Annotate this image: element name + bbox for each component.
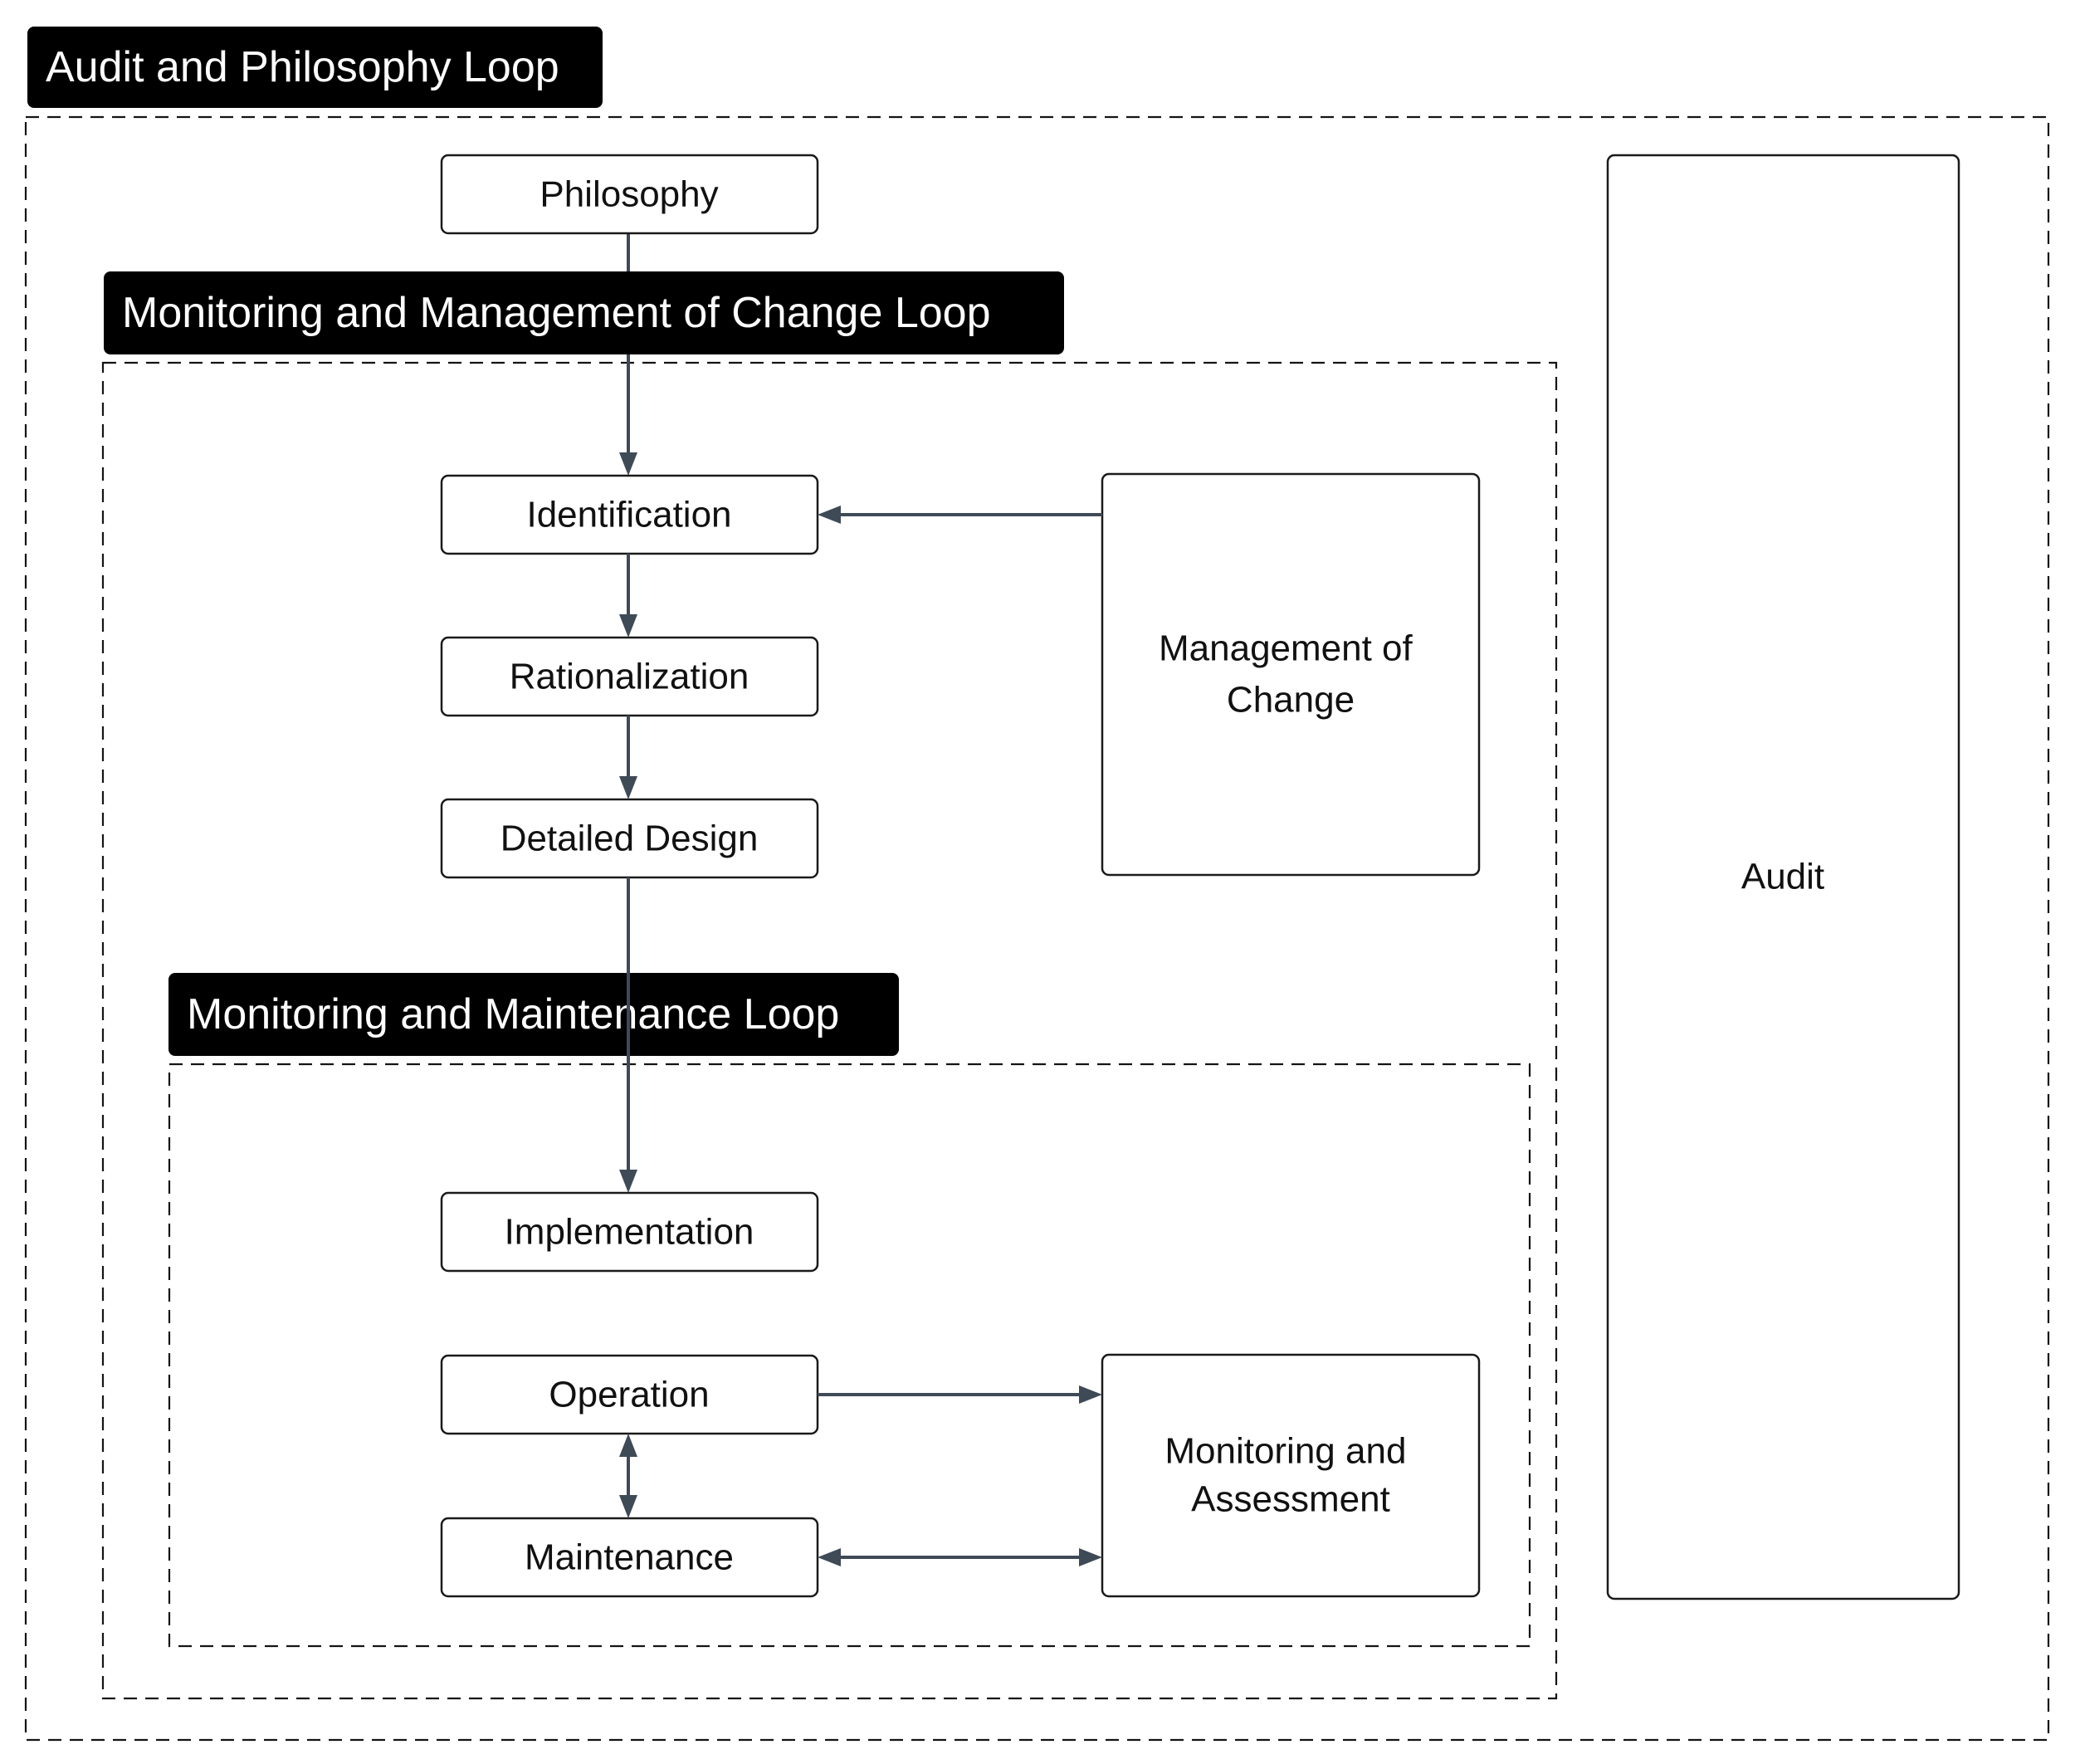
process-nodes: Philosophy Identification Rationalizatio…: [440, 154, 1960, 1600]
node-implementation-box: [440, 1191, 819, 1273]
cluster-label-monitoring-management-of-change-loop: Monitoring and Management of Change Loop: [104, 271, 1064, 354]
node-detailed-design-label: Detailed Design: [500, 818, 759, 859]
arrow-rationalization-to-detailed-design-head: [619, 776, 637, 799]
cluster-monitoring-management-of-change-loop-border: [101, 361, 1558, 1700]
cluster-label-monitoring-management-of-change-loop-text: Monitoring and Management of Change Loop: [122, 289, 991, 337]
node-audit-box: [1606, 154, 1960, 1600]
arrow-detailed-design-to-implementation-head: [619, 1170, 637, 1193]
node-rationalization: Rationalization: [440, 636, 819, 717]
node-management-of-change: Management of Change: [1101, 472, 1481, 877]
cluster-label-monitoring-maintenance-loop: Monitoring and Maintenance Loop: [168, 973, 899, 1056]
node-audit-label: Audit: [1741, 857, 1824, 897]
node-management-of-change-box: [1101, 472, 1481, 877]
node-maintenance-label: Maintenance: [525, 1537, 734, 1578]
arrow-operation-maintenance-bidirectional-head-top: [619, 1434, 637, 1457]
node-identification-label: Identification: [526, 495, 731, 535]
node-monitoring-and-assessment-box: [1101, 1353, 1481, 1598]
cluster-monitoring-maintenance-loop-border: [168, 1063, 1531, 1648]
arrow-operation-maintenance-bidirectional-head-bottom: [619, 1495, 637, 1518]
node-maintenance: Maintenance: [440, 1517, 819, 1598]
node-identification: Identification: [440, 474, 819, 555]
arrow-identification-to-rationalization: [619, 554, 637, 638]
arrow-philosophy-to-identification-head: [619, 452, 637, 476]
node-monitoring-and-assessment-label-line1: Monitoring and: [1164, 1431, 1406, 1472]
node-operation: Operation: [440, 1354, 819, 1435]
node-implementation-label: Implementation: [505, 1212, 754, 1253]
arrow-management-of-change-to-identification-head: [818, 506, 841, 524]
node-monitoring-and-assessment-label: Monitoring and Assessment: [1164, 1419, 1416, 1520]
arrows: [619, 506, 1102, 1566]
arrow-rationalization-to-detailed-design: [619, 716, 637, 799]
node-philosophy-label: Philosophy: [540, 174, 718, 215]
cluster-labels: Audit and Philosophy Loop Monitoring and…: [27, 27, 1064, 1056]
node-detailed-design: Detailed Design: [440, 798, 819, 879]
cluster-label-audit-philosophy-loop-text: Audit and Philosophy Loop: [46, 43, 559, 91]
node-philosophy: Philosophy: [440, 154, 819, 235]
cluster-label-audit-philosophy-loop: Audit and Philosophy Loop: [27, 27, 603, 108]
node-philosophy-box: [440, 154, 819, 235]
node-operation-label: Operation: [549, 1375, 709, 1415]
cluster-label-audit-philosophy-loop-bg: [27, 27, 603, 108]
arrow-maintenance-monitoring-and-assessment-bidirectional-head-left: [818, 1548, 841, 1566]
cluster-boxes: [24, 115, 2050, 1742]
arrow-maintenance-monitoring-and-assessment-bidirectional: [818, 1548, 1102, 1566]
node-implementation: Implementation: [440, 1191, 819, 1273]
arrow-management-of-change-to-identification: [818, 506, 1102, 524]
cluster-label-monitoring-maintenance-loop-bg: [168, 973, 899, 1056]
node-rationalization-label: Rationalization: [510, 657, 749, 697]
cluster-label-monitoring-maintenance-loop-text: Monitoring and Maintenance Loop: [187, 990, 839, 1038]
arrow-operation-to-monitoring-and-assessment-head: [1079, 1385, 1102, 1404]
arrow-operation-maintenance-bidirectional: [619, 1434, 637, 1518]
node-management-of-change-label-line2: Change: [1227, 680, 1355, 721]
arrow-operation-to-monitoring-and-assessment: [818, 1385, 1102, 1404]
node-monitoring-and-assessment: Monitoring and Assessment: [1101, 1353, 1481, 1598]
node-management-of-change-label-line1: Management of: [1159, 628, 1413, 669]
cluster-label-monitoring-management-of-change-loop-bg: [104, 271, 1064, 354]
cluster-audit-philosophy-loop-border: [24, 115, 2050, 1742]
arrow-maintenance-monitoring-and-assessment-bidirectional-head-right: [1079, 1548, 1102, 1566]
arrow-identification-to-rationalization-head: [619, 614, 637, 638]
node-management-of-change-label: Management of Change: [1159, 616, 1423, 721]
arrow-detailed-design-to-implementation: [619, 877, 637, 1193]
node-audit: Audit: [1606, 154, 1960, 1600]
node-monitoring-and-assessment-label-line2: Assessment: [1191, 1479, 1390, 1520]
